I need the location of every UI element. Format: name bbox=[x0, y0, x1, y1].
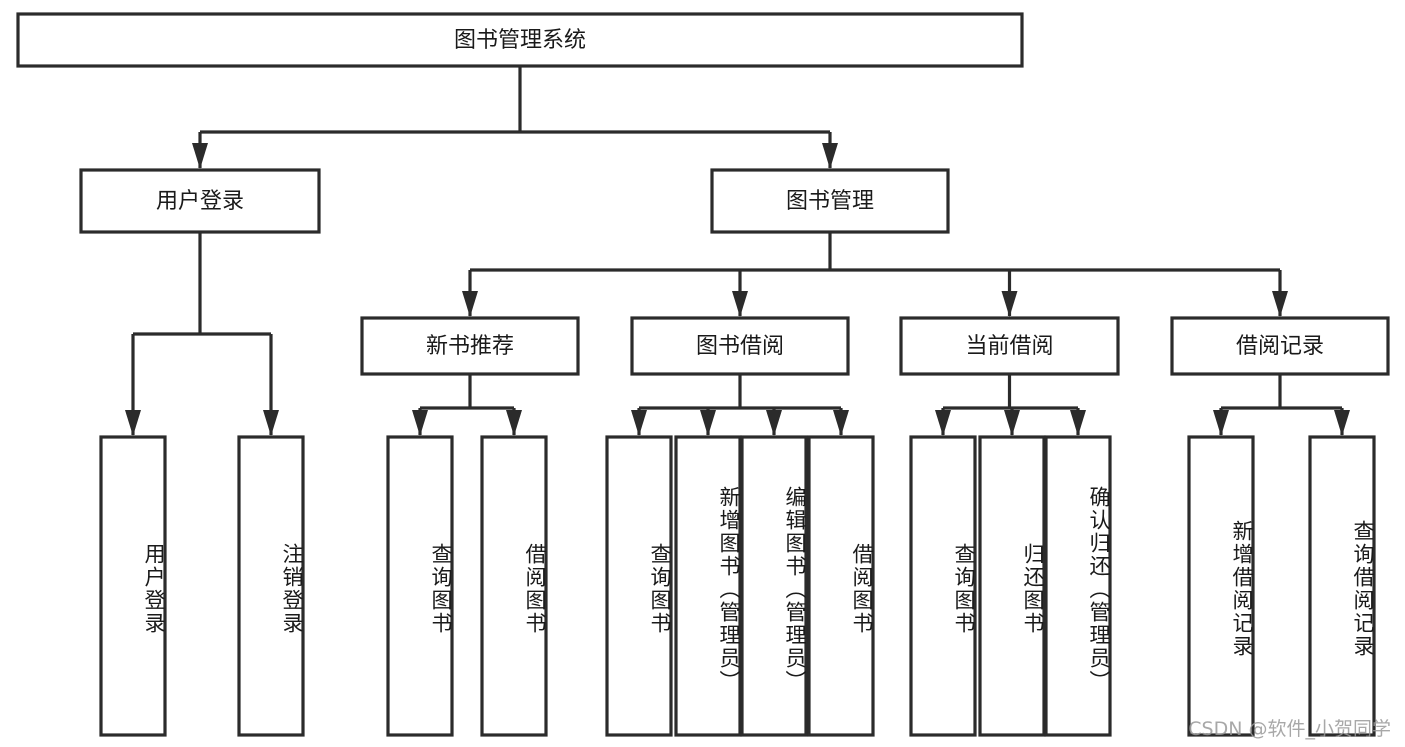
arrowhead-icon bbox=[125, 410, 141, 436]
arrowhead-icon bbox=[700, 410, 716, 436]
node-box bbox=[740, 435, 808, 737]
arrowhead-icon bbox=[263, 410, 279, 436]
arrowhead-icon bbox=[822, 143, 838, 169]
arrowhead-icon bbox=[1272, 291, 1288, 317]
node-box bbox=[386, 435, 454, 737]
arrowhead-icon bbox=[192, 143, 208, 169]
arrowhead-icon bbox=[1213, 410, 1229, 436]
node-label: 图书管理 bbox=[786, 189, 874, 214]
arrowhead-icon bbox=[462, 291, 478, 317]
node-box bbox=[1187, 435, 1255, 737]
node-box bbox=[909, 435, 977, 737]
node-box bbox=[710, 168, 950, 234]
node-l3-借阅记录[interactable]: 借阅记录 bbox=[1170, 316, 1390, 376]
node-leaf-查询图书[interactable] bbox=[386, 435, 454, 737]
arrowhead-icon bbox=[1334, 410, 1350, 436]
arrowhead-icon bbox=[1001, 291, 1018, 317]
node-leaf-新增借阅记录[interactable] bbox=[1187, 435, 1255, 737]
node-box bbox=[630, 316, 850, 376]
node-l3-新书推荐[interactable]: 新书推荐 bbox=[360, 316, 580, 376]
node-box bbox=[99, 435, 167, 737]
node-label: 新书推荐 bbox=[426, 334, 514, 359]
arrowhead-icon bbox=[412, 410, 428, 436]
node-leaf-编辑图书-管理员[interactable] bbox=[740, 435, 808, 737]
node-box bbox=[1170, 316, 1390, 376]
arrowhead-icon bbox=[631, 410, 647, 436]
arrowhead-icon bbox=[1004, 410, 1020, 436]
node-label: 图书借阅 bbox=[696, 334, 784, 359]
node-label: 借阅记录 bbox=[1236, 334, 1324, 359]
node-l2-图书管理[interactable]: 图书管理 bbox=[710, 168, 950, 234]
node-box bbox=[899, 316, 1120, 376]
node-box bbox=[237, 435, 305, 737]
node-root-图书管理系统[interactable]: 图书管理系统 bbox=[16, 12, 1024, 68]
arrowhead-icon bbox=[833, 410, 849, 436]
arrowhead-icon bbox=[766, 410, 782, 436]
arrowhead-icon bbox=[935, 410, 951, 436]
node-label: 图书管理系统 bbox=[454, 28, 586, 53]
node-box bbox=[978, 435, 1046, 737]
node-leaf-查询图书[interactable] bbox=[605, 435, 673, 737]
node-leaf-归还图书[interactable] bbox=[978, 435, 1046, 737]
node-leaf-借阅图书[interactable] bbox=[480, 435, 548, 737]
node-l2-用户登录[interactable]: 用户登录 bbox=[79, 168, 321, 234]
arrowhead-icon bbox=[1070, 410, 1086, 436]
node-box bbox=[1044, 435, 1112, 737]
arrowhead-icon bbox=[732, 291, 748, 317]
node-leaf-注销登录[interactable] bbox=[237, 435, 305, 737]
node-l3-当前借阅[interactable]: 当前借阅 bbox=[899, 316, 1120, 376]
node-leaf-查询图书[interactable] bbox=[909, 435, 977, 737]
node-box bbox=[16, 12, 1024, 68]
node-box bbox=[79, 168, 321, 234]
node-leaf-确认归还-管理员[interactable] bbox=[1044, 435, 1112, 737]
node-leaf-查询借阅记录[interactable] bbox=[1308, 435, 1376, 737]
node-box bbox=[480, 435, 548, 737]
node-leaf-新增图书-管理员[interactable] bbox=[674, 435, 742, 737]
node-box bbox=[807, 435, 875, 737]
node-l3-图书借阅[interactable]: 图书借阅 bbox=[630, 316, 850, 376]
node-box bbox=[674, 435, 742, 737]
node-leaf-借阅图书[interactable] bbox=[807, 435, 875, 737]
node-box bbox=[360, 316, 580, 376]
arrowhead-icon bbox=[506, 410, 522, 436]
connector-edges bbox=[125, 66, 1350, 436]
watermark-text: CSDN @软件_小贺同学 bbox=[1188, 718, 1391, 740]
node-box bbox=[605, 435, 673, 737]
node-label: 用户登录 bbox=[156, 189, 244, 214]
node-leaf-用户登录[interactable] bbox=[99, 435, 167, 737]
node-label: 当前借阅 bbox=[965, 334, 1053, 359]
node-box bbox=[1308, 435, 1376, 737]
